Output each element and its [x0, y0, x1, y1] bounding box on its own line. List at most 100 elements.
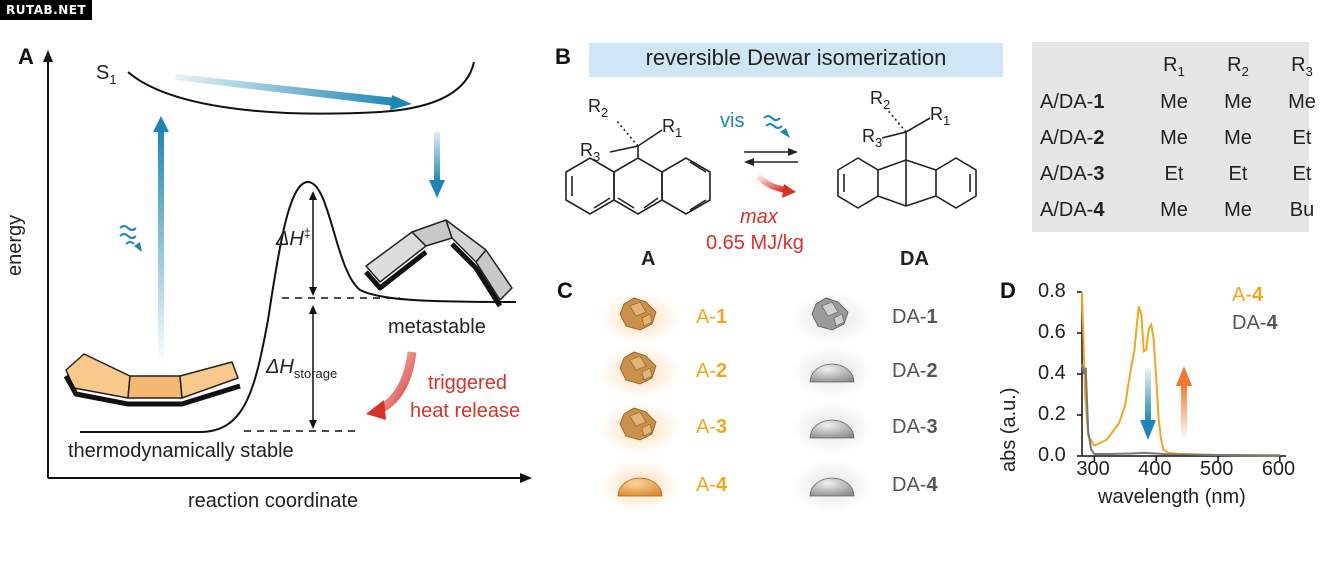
spectrum-series	[1081, 291, 1280, 457]
table-cell: Me	[1224, 90, 1252, 113]
table-header: R1	[1163, 53, 1185, 79]
substituent-table: R1 R2 R3 A/DA-1 Me Me Me A/DA-2 Me Me Et…	[1036, 48, 1334, 228]
series-line-A-4	[1081, 291, 1280, 457]
photon-icon	[119, 225, 142, 252]
dewar-model	[364, 219, 513, 308]
spectrum-ticks	[1077, 291, 1281, 461]
sample-a-2: A-2	[696, 360, 728, 382]
y-axis-label: energy	[4, 214, 26, 276]
anthracene-r2: R2	[588, 96, 609, 120]
table-cell: Me	[1160, 126, 1188, 149]
sample-a-4: A-4	[696, 474, 728, 496]
metastable-label: metastable	[388, 316, 486, 338]
y-tick-label: 0.8	[1038, 280, 1066, 302]
row-label: A/DA-4	[1040, 198, 1105, 221]
absorbance-decrease-arrow	[1140, 368, 1156, 440]
y-tick-label: 0.6	[1038, 321, 1066, 343]
anthracene-model	[63, 353, 241, 407]
decay-arrow	[429, 132, 445, 198]
spectrum-y-label: abs (a.u.)	[998, 387, 1020, 472]
energy-density-label: 0.65 MJ/kg	[706, 232, 804, 254]
sample-da-4: DA-4	[892, 474, 938, 496]
equilibrium-arrows	[744, 148, 798, 166]
table-cell: Et	[1164, 162, 1184, 185]
x-axis-label: reaction coordinate	[188, 490, 359, 512]
anthracene-structure	[565, 119, 711, 215]
sample-da-2: DA-2	[892, 360, 938, 382]
table-row: A/DA-1 Me Me Me	[1036, 84, 1334, 120]
x-tick-label: 600	[1261, 458, 1296, 480]
storage-arrow	[309, 305, 317, 429]
table-cell: Et	[1292, 126, 1312, 149]
table-cell: Me	[1160, 198, 1188, 221]
anthracene-r1: R1	[662, 116, 683, 140]
s1-curve	[127, 61, 475, 115]
table-header-row: R1 R2 R3	[1036, 48, 1334, 84]
x-tick-label: 500	[1200, 458, 1234, 480]
spectrum-chart	[1077, 291, 1286, 461]
spectrum-x-label: wavelength (nm)	[1098, 486, 1246, 508]
heat-arrow-b	[755, 173, 796, 198]
sample-a-1: A-1	[696, 306, 728, 328]
absorbance-increase-arrow	[1176, 366, 1192, 440]
substituent-table-bg	[1032, 42, 1309, 232]
table-cell: Et	[1228, 162, 1248, 185]
dewar-r2: R2	[870, 88, 891, 112]
legend-da-4: DA-4	[1232, 312, 1278, 334]
y-tick-label: 0.4	[1038, 362, 1066, 384]
table-row: A/DA-4 Me Me Bu	[1036, 192, 1334, 228]
table-cell: Me	[1224, 126, 1252, 149]
row-label: A/DA-2	[1040, 126, 1105, 149]
x-tick-label: 400	[1138, 458, 1172, 480]
banner-title: reversible Dewar isomerization	[645, 45, 947, 70]
panel-a-label: A	[18, 44, 34, 69]
sample-images	[600, 292, 872, 512]
relaxation-arrow	[175, 74, 412, 110]
heat-release-line2: heat release	[410, 400, 521, 422]
sample-da-1: DA-1	[892, 306, 938, 328]
watermark: RUTAB.NET	[0, 0, 93, 20]
banner-background	[589, 43, 1003, 77]
table-cell: Me	[1160, 90, 1188, 113]
excitation-arrow	[153, 116, 169, 364]
energy-profile	[80, 180, 517, 433]
sample-a-3: A-3	[696, 416, 728, 438]
panel-a-axes	[43, 50, 532, 483]
row-label: A/DA-1	[1040, 90, 1105, 113]
panel-c-label: C	[557, 278, 573, 303]
col-a-header: A	[641, 248, 656, 270]
dewar-structure	[837, 107, 977, 209]
dewar-r1: R1	[930, 104, 951, 128]
barrier-arrow	[309, 191, 317, 296]
table-header: R2	[1227, 53, 1249, 79]
heat-release-arrow	[366, 351, 417, 420]
series-line-DA-4	[1081, 363, 1280, 457]
panel-d-label: D	[1000, 278, 1016, 303]
s1-label: S1	[96, 62, 117, 87]
sample-da-3: DA-3	[892, 416, 938, 438]
x-tick-label: 300	[1076, 458, 1110, 480]
storage-label: ΔHstorage	[266, 356, 338, 381]
legend-a-4: A-4	[1232, 284, 1264, 306]
barrier-label: ΔH‡	[276, 226, 311, 250]
y-tick-label: 0.0	[1038, 444, 1066, 466]
panel-b-label: B	[555, 44, 571, 69]
table-cell: Me	[1224, 198, 1252, 221]
table-row: A/DA-3 Et Et Et	[1036, 156, 1334, 192]
anthracene-r3: R3	[580, 140, 601, 164]
table-cell: Me	[1288, 90, 1316, 113]
y-tick-label: 0.2	[1038, 403, 1066, 425]
vis-photon-icon	[763, 115, 790, 138]
row-label: A/DA-3	[1040, 162, 1105, 185]
table-cell: Bu	[1289, 198, 1315, 221]
table-row: A/DA-2 Me Me Et	[1036, 120, 1334, 156]
table-header: R3	[1291, 53, 1313, 79]
dewar-r3: R3	[862, 126, 883, 150]
stable-label: thermodynamically stable	[68, 440, 294, 462]
heat-release-line1: triggered	[428, 372, 507, 394]
max-label: max	[740, 206, 778, 228]
col-da-header: DA	[900, 248, 929, 270]
table-cell: Et	[1292, 162, 1312, 185]
vis-label: vis	[720, 110, 745, 132]
